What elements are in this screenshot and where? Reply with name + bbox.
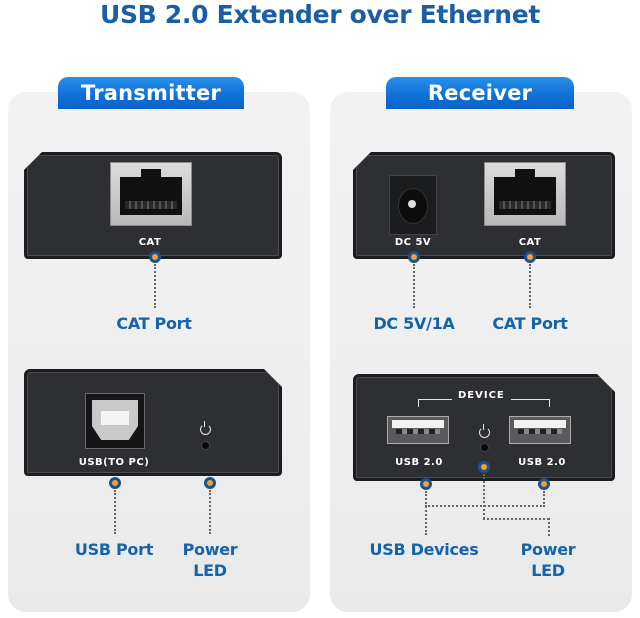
- usb-devices-callout: USB Devices: [369, 540, 479, 559]
- callout-marker-icon: [524, 251, 536, 263]
- callout-marker-icon: [538, 478, 550, 490]
- usb-a-port-icon: [509, 416, 571, 444]
- leader-line: [529, 264, 531, 308]
- leader-line: [543, 491, 545, 507]
- leader-line: [413, 264, 415, 308]
- usb-2-0-label: USB 2.0: [518, 457, 566, 468]
- dc-5v-label: DC 5V: [394, 237, 432, 248]
- cat-port-label: CAT: [518, 237, 542, 248]
- usb-to-pc-label: USB(TO PC): [78, 457, 150, 468]
- callout-marker-icon: [478, 461, 490, 473]
- usb-b-port-icon: [85, 393, 145, 449]
- dc-5v-1a-callout: DC 5V/1A: [373, 314, 455, 333]
- power-callout: Power: [182, 540, 238, 559]
- leader-line: [425, 505, 545, 507]
- transmitter-rear-device: [24, 369, 282, 476]
- led-callout: LED: [193, 561, 227, 580]
- power-icon: [479, 424, 490, 438]
- leader-line: [209, 490, 211, 534]
- callout-marker-icon: [204, 477, 216, 489]
- leader-line: [483, 518, 549, 520]
- cat-port-callout: CAT Port: [492, 314, 568, 333]
- power-callout: Power: [520, 540, 576, 559]
- usb-2-0-label: USB 2.0: [395, 457, 443, 468]
- rj45-port-icon: [110, 162, 192, 226]
- receiver-badge: Receiver: [386, 77, 574, 109]
- power-led-icon: [201, 441, 210, 450]
- power-led-icon: [480, 443, 489, 452]
- usb-port-callout: USB Port: [74, 540, 154, 559]
- dc-power-jack-icon: [389, 175, 437, 235]
- leader-line: [425, 491, 427, 535]
- cat-port-callout: CAT Port: [116, 314, 192, 333]
- led-callout: LED: [531, 561, 565, 580]
- leader-line: [483, 474, 485, 519]
- device-group-label: DEVICE: [452, 390, 511, 401]
- callout-marker-icon: [109, 477, 121, 489]
- callout-marker-icon: [420, 478, 432, 490]
- usb-a-port-icon: [387, 416, 449, 444]
- callout-marker-icon: [408, 251, 420, 263]
- callout-marker-icon: [149, 251, 161, 263]
- leader-line: [114, 490, 116, 534]
- page-title: USB 2.0 Extender over Ethernet: [99, 0, 541, 29]
- leader-line: [154, 264, 156, 308]
- power-icon: [200, 421, 211, 435]
- leader-line: [548, 518, 550, 536]
- cat-port-label: CAT: [138, 237, 162, 248]
- rj45-port-icon: [484, 162, 566, 226]
- transmitter-badge: Transmitter: [58, 77, 244, 109]
